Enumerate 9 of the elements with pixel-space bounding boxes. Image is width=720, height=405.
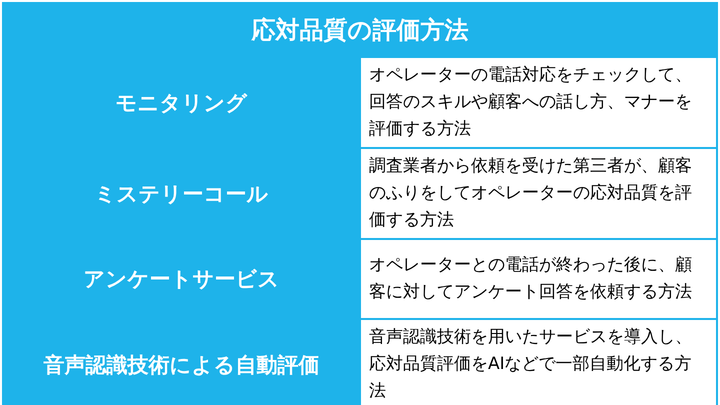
method-cell: アンケートサービス	[3, 239, 360, 319]
description-cell: 音声認識技術を用いたサービスを導入し、応対品質評価をAIなどで一部自動化する方法	[360, 319, 717, 405]
description-cell: 調査業者から依頼を受けた第三者が、顧客のふりをしてオペレーターの応対品質を評価する方法	[360, 148, 717, 239]
description-cell: オペレーターの電話対応をチェックして、回答のスキルや顧客への話し方、マナーを評価する方法	[360, 57, 717, 148]
title-header: 応対品質の評価方法	[3, 3, 717, 57]
method-cell: モニタリング	[3, 57, 360, 148]
method-cell: 音声認識技術による自動評価	[3, 319, 360, 405]
method-cell: ミステリーコール	[3, 148, 360, 239]
description-cell: オペレーターとの電話が終わった後に、顧客に対してアンケート回答を依頼する方法	[360, 239, 717, 319]
